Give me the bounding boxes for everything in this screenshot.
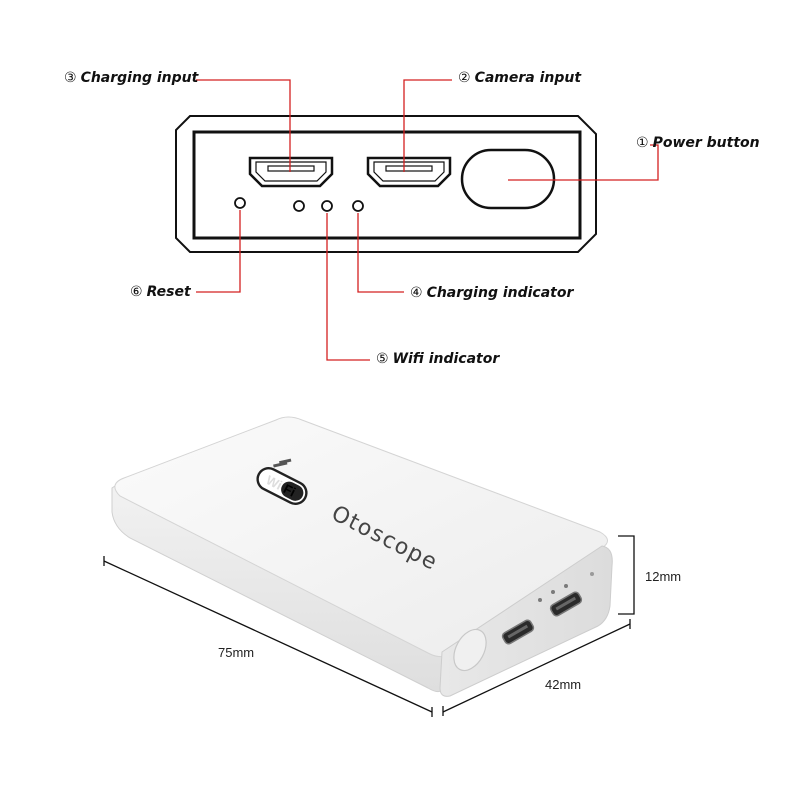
leader-reset bbox=[196, 210, 241, 293]
device-indicator-dot bbox=[551, 590, 555, 594]
dim-height-line bbox=[618, 535, 635, 615]
leader-lines bbox=[196, 79, 659, 361]
dimension-width-label: 42mm bbox=[545, 677, 582, 692]
device-camera-port bbox=[549, 591, 583, 617]
device-indicator-dot bbox=[538, 598, 542, 602]
charging-port bbox=[248, 156, 334, 188]
indicator-hole-1 bbox=[293, 200, 305, 212]
leader-charging-input bbox=[196, 79, 291, 172]
power-button-shape bbox=[460, 148, 556, 210]
leader-wifi-indicator bbox=[326, 213, 370, 361]
port-panel bbox=[175, 115, 597, 253]
charging-indicator-hole bbox=[352, 200, 364, 212]
dimension-height-label: 12mm bbox=[645, 569, 682, 584]
reset-hole bbox=[234, 197, 246, 209]
leader-charging-indicator bbox=[357, 213, 404, 293]
leader-power-button bbox=[508, 144, 659, 181]
device-reset-dot bbox=[590, 572, 594, 576]
device-indicator-dot bbox=[564, 584, 568, 588]
dim-width-line bbox=[442, 623, 631, 713]
dimension-length-label: 75mm bbox=[218, 645, 255, 660]
device-illustration: Wi Fi Otoscope bbox=[111, 416, 613, 697]
leader-camera-input bbox=[403, 79, 452, 172]
camera-port bbox=[366, 156, 452, 188]
device-charging-port bbox=[501, 619, 535, 645]
device-power-button bbox=[453, 628, 487, 672]
dim-length-line bbox=[103, 560, 433, 713]
dimension-lines bbox=[103, 535, 635, 717]
wifi-indicator-hole bbox=[321, 200, 333, 212]
wifi-signal-icon bbox=[273, 458, 292, 468]
